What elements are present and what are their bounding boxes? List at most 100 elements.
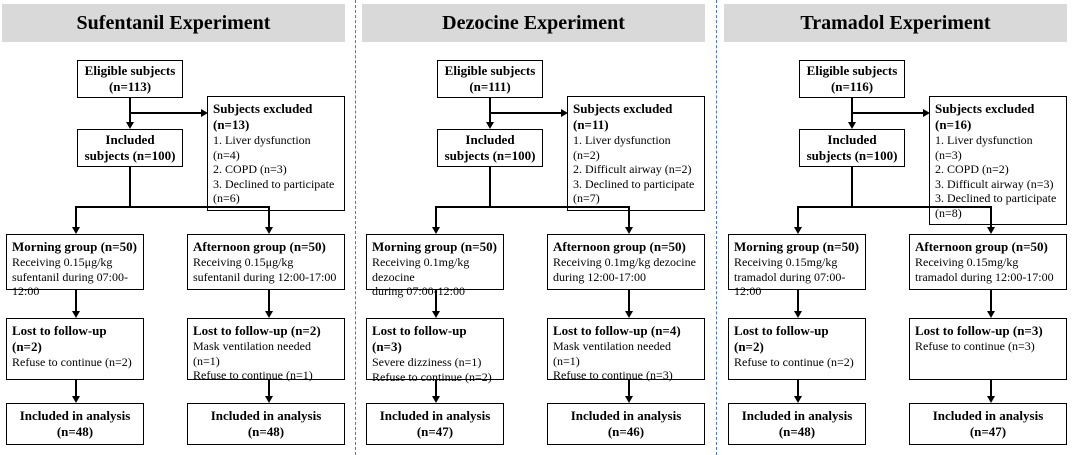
panel-divider-1 — [355, 0, 356, 455]
included-label: Included — [105, 132, 155, 147]
panel-divider-2 — [716, 0, 717, 455]
analysis-afternoon-label: Included in analysis — [210, 408, 322, 423]
afternoon-group-title: Afternoon group (n=50) — [193, 239, 326, 254]
panel-title: Dezocine Experiment — [362, 4, 705, 42]
analysis-afternoon-label: Included in analysis — [570, 408, 682, 423]
analysis-morning-box: Included in analysis (n=48) — [6, 403, 144, 445]
excluded-item: (n=7) — [573, 191, 600, 205]
lost-followup-line: Refuse to continue (n=2) — [12, 355, 132, 369]
morning-group-box: Morning group (n=50) Receiving 0.1mg/kg … — [366, 234, 504, 298]
eligible-count: (n=113) — [108, 79, 152, 94]
lost-followup-line: Mask ventilation needed (n=1) — [193, 339, 311, 368]
lost-followup-morning-box: Lost to follow-up (n=2) Refuse to contin… — [728, 318, 866, 380]
lost-followup-line: Refuse to continue (n=2) — [372, 369, 492, 384]
excluded-item: 2. COPD (n=2) — [935, 162, 1009, 176]
analysis-morning-count: (n=47) — [416, 424, 454, 439]
lost-followup-morning-lines: Severe dizziness (n=1)Refuse to continue… — [372, 355, 498, 384]
afternoon-group-line: Receiving 0.15mg/kg — [915, 255, 1019, 269]
excluded-items: 1. Liver dysfunction (n=2)2. Difficult a… — [573, 133, 699, 206]
morning-group-line: during 07:00-12:00 — [372, 284, 465, 298]
afternoon-group-line: during 12:00-17:00 — [553, 269, 646, 284]
analysis-afternoon-box: Included in analysis (n=47) — [909, 403, 1067, 445]
eligible-label: Eligible subjects — [84, 63, 176, 78]
lost-followup-afternoon-title: Lost to follow-up (n=2) — [193, 323, 321, 338]
excluded-box: Subjects excluded (n=16) 1. Liver dysfun… — [929, 96, 1067, 225]
analysis-afternoon-box: Included in analysis (n=48) — [187, 403, 345, 445]
analysis-morning-count: (n=48) — [778, 424, 816, 439]
afternoon-group-box: Afternoon group (n=50) Receiving 0.15μg/… — [187, 234, 345, 290]
excluded-item: 3. Declined to participate — [935, 191, 1057, 205]
morning-group-line: Receiving 0.1mg/kg dezocine — [372, 255, 470, 284]
morning-group-line: Receiving 0.15mg/kg — [734, 255, 838, 269]
eligible-label: Eligible subjects — [806, 63, 898, 78]
included-box: Included subjects (n=100) — [799, 129, 905, 167]
excluded-items: 1. Liver dysfunction (n=4)2. COPD (n=3)3… — [213, 133, 339, 206]
lost-followup-afternoon-lines: Mask ventilation needed (n=1)Refuse to c… — [193, 339, 339, 383]
eligible-box: Eligible subjects (n=116) — [799, 60, 905, 98]
analysis-morning-count: (n=48) — [56, 424, 94, 439]
morning-group-box: Morning group (n=50) Receiving 0.15mg/kg… — [728, 234, 866, 298]
afternoon-group-box: Afternoon group (n=50) Receiving 0.15mg/… — [909, 234, 1067, 290]
excluded-item: 3. Difficult airway (n=3) — [935, 176, 1054, 191]
analysis-afternoon-count: (n=46) — [607, 424, 645, 439]
lost-followup-line: Severe dizziness (n=1) — [372, 355, 482, 369]
lost-followup-afternoon-title: Lost to follow-up (n=3) — [915, 323, 1043, 338]
excluded-item: 3. Declined to participate — [573, 176, 695, 191]
analysis-morning-label: Included in analysis — [19, 408, 131, 423]
excluded-item: 1. Liver dysfunction (n=2) — [573, 133, 671, 162]
excluded-item: (n=8) — [935, 205, 962, 220]
lost-followup-morning-lines: Refuse to continue (n=2) — [12, 355, 138, 370]
panel-title: Tramadol Experiment — [724, 4, 1067, 42]
lost-followup-morning-title: Lost to follow-up (n=2) — [12, 323, 107, 354]
analysis-afternoon-label: Included in analysis — [932, 408, 1044, 423]
excluded-box: Subjects excluded (n=13) 1. Liver dysfun… — [207, 96, 345, 211]
lost-followup-line: Refuse to continue (n=3) — [553, 368, 673, 382]
lost-followup-afternoon-lines: Refuse to continue (n=3) — [915, 339, 1061, 354]
morning-group-title: Morning group (n=50) — [12, 239, 137, 254]
morning-group-line: Receiving 0.15μg/kg — [12, 255, 113, 269]
included-label: Included — [465, 132, 515, 147]
analysis-morning-box: Included in analysis (n=48) — [728, 403, 866, 445]
lost-followup-afternoon-title: Lost to follow-up (n=4) — [553, 323, 681, 338]
eligible-count: (n=116) — [830, 79, 874, 94]
excluded-items: 1. Liver dysfunction (n=3)2. COPD (n=2)3… — [935, 133, 1061, 220]
morning-group-line: tramadol during 07:00-12:00 — [734, 269, 846, 299]
analysis-afternoon-count: (n=47) — [969, 424, 1007, 439]
lost-followup-line: Refuse to continue (n=3) — [915, 339, 1035, 353]
morning-group-title: Morning group (n=50) — [734, 239, 859, 254]
excluded-item: 2. Difficult airway (n=2) — [573, 162, 692, 176]
experiment-panel: Dezocine Experiment Eligible subjects (n… — [362, 0, 705, 455]
lost-followup-morning-title: Lost to follow-up (n=3) — [372, 323, 467, 354]
lost-followup-afternoon-box: Lost to follow-up (n=3) Refuse to contin… — [909, 318, 1067, 380]
afternoon-group-line: tramadol during 12:00-17:00 — [915, 269, 1054, 284]
eligible-count: (n=111) — [469, 79, 511, 94]
excluded-item: 1. Liver dysfunction (n=3) — [935, 133, 1033, 162]
experiment-panel: Tramadol Experiment Eligible subjects (n… — [724, 0, 1067, 455]
lost-followup-line: Refuse to continue (n=2) — [734, 355, 854, 369]
morning-group-box: Morning group (n=50) Receiving 0.15μg/kg… — [6, 234, 144, 298]
excluded-title: Subjects excluded (n=11) — [573, 101, 673, 132]
lost-followup-afternoon-box: Lost to follow-up (n=2) Mask ventilation… — [187, 318, 345, 383]
analysis-morning-label: Included in analysis — [379, 408, 491, 423]
lost-followup-line: Mask ventilation needed (n=1) — [553, 339, 671, 368]
analysis-afternoon-box: Included in analysis (n=46) — [547, 403, 705, 445]
eligible-label: Eligible subjects — [444, 63, 536, 78]
afternoon-group-box: Afternoon group (n=50) Receiving 0.1mg/k… — [547, 234, 705, 290]
afternoon-group-line: Receiving 0.1mg/kg dezocine — [553, 255, 696, 269]
lost-followup-morning-lines: Refuse to continue (n=2) — [734, 355, 860, 370]
analysis-morning-box: Included in analysis (n=47) — [366, 403, 504, 445]
excluded-title: Subjects excluded (n=16) — [935, 101, 1035, 132]
included-label: Included — [827, 132, 877, 147]
afternoon-group-line: sufentanil during 12:00-17:00 — [193, 269, 337, 284]
lost-followup-morning-box: Lost to follow-up (n=2) Refuse to contin… — [6, 318, 144, 380]
afternoon-group-line: Receiving 0.15μg/kg — [193, 255, 294, 269]
afternoon-group-title: Afternoon group (n=50) — [915, 239, 1048, 254]
excluded-item: 2. COPD (n=3) — [213, 162, 287, 176]
included-count: subjects (n=100) — [444, 148, 536, 163]
included-count: subjects (n=100) — [84, 148, 176, 163]
eligible-box: Eligible subjects (n=113) — [77, 60, 183, 98]
included-count: subjects (n=100) — [806, 148, 898, 163]
morning-group-line: sufentanil during 07:00-12:00 — [12, 269, 128, 299]
experiment-panel: Sufentanil Experiment Eligible subjects … — [2, 0, 345, 455]
afternoon-group-title: Afternoon group (n=50) — [553, 239, 686, 254]
